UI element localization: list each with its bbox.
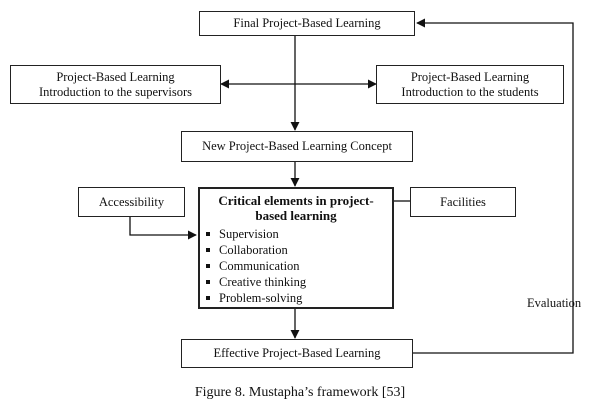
- list-item: Communication: [206, 258, 386, 274]
- list-item: Problem-solving: [206, 290, 386, 306]
- facilities-box: Facilities: [410, 187, 516, 217]
- accessibility-box: Accessibility: [78, 187, 185, 217]
- list-item: Collaboration: [206, 242, 386, 258]
- intro-students-line1: Project-Based Learning: [410, 69, 530, 84]
- list-item-label: Collaboration: [219, 243, 288, 257]
- evaluation-label: Evaluation: [527, 296, 582, 310]
- final-pbl-box: Final Project-Based Learning: [199, 11, 415, 36]
- critical-elements-title: Critical elements in project- based lear…: [206, 193, 386, 223]
- new-concept-box: New Project-Based Learning Concept: [181, 131, 413, 162]
- list-item-label: Problem-solving: [219, 291, 303, 305]
- new-concept-label: New Project-Based Learning Concept: [202, 139, 392, 153]
- critical-elements-list: Supervision Collaboration Communication …: [206, 226, 386, 306]
- intro-supervisors-box: Project-Based Learning Introduction to t…: [10, 65, 221, 104]
- list-item-label: Supervision: [219, 227, 279, 241]
- square-bullet-icon: [206, 248, 210, 252]
- final-pbl-label: Final Project-Based Learning: [233, 16, 381, 30]
- list-item-label: Creative thinking: [219, 275, 307, 289]
- critical-title-line2: based learning: [255, 208, 337, 223]
- intro-supervisors-line1: Project-Based Learning: [56, 69, 175, 84]
- edge-evaluation-loop: [413, 18, 574, 354]
- figure-caption: Figure 8. Mustapha’s framework [53]: [194, 385, 406, 400]
- effective-pbl-label: Effective Project-Based Learning: [213, 346, 381, 360]
- list-item: Supervision: [206, 226, 386, 242]
- square-bullet-icon: [206, 232, 210, 236]
- square-bullet-icon: [206, 280, 210, 284]
- intro-students-box: Project-Based Learning Introduction to t…: [376, 65, 564, 104]
- square-bullet-icon: [206, 296, 210, 300]
- list-item: Creative thinking: [206, 274, 386, 290]
- accessibility-label: Accessibility: [98, 194, 165, 209]
- effective-pbl-box: Effective Project-Based Learning: [181, 339, 413, 368]
- square-bullet-icon: [206, 264, 210, 268]
- intro-supervisors-line2: Introduction to the supervisors: [38, 84, 193, 99]
- list-item-label: Communication: [219, 259, 300, 273]
- facilities-label: Facilities: [440, 194, 486, 209]
- edge-accessibility-to-critical: [129, 217, 197, 240]
- intro-students-line2: Introduction to the students: [401, 84, 539, 99]
- critical-elements-box: Critical elements in project- based lear…: [198, 187, 394, 309]
- critical-title-line1: Critical elements in project-: [218, 193, 374, 208]
